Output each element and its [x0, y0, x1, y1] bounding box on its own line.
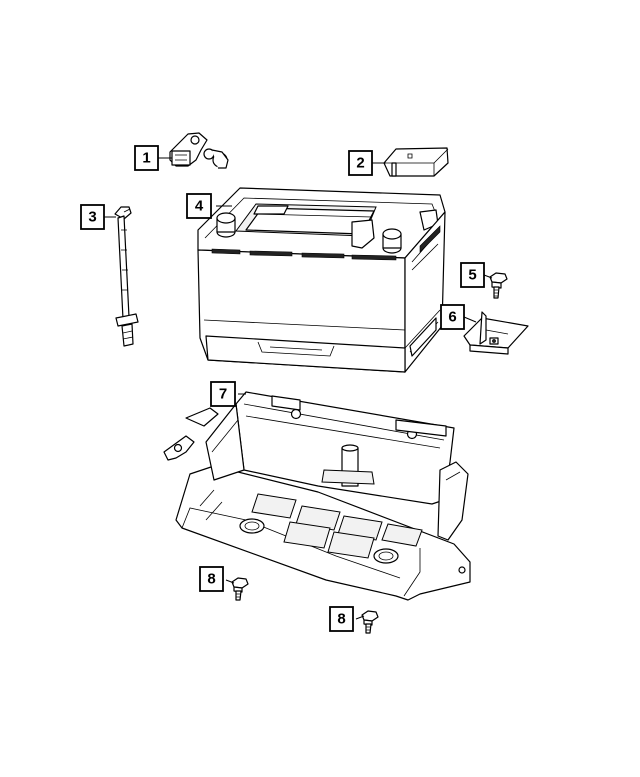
- callout-5-label: 5: [468, 267, 476, 284]
- callout-7: 7: [210, 381, 236, 407]
- battery-sensor-drawing: [169, 132, 229, 169]
- callout-6-label: 6: [448, 309, 456, 326]
- callout-5: 5: [460, 262, 485, 288]
- vent-strips: [211, 225, 441, 261]
- battery-clamp-drawing: [463, 311, 529, 355]
- callout-8a: 8: [199, 566, 224, 592]
- bolt-8b-drawing: [361, 610, 379, 634]
- battery-drawing: [197, 187, 446, 373]
- callout-3-label: 3: [88, 209, 96, 226]
- callout-8b-label: 8: [337, 611, 345, 628]
- bolt-5-drawing: [489, 272, 508, 299]
- battery-cover-drawing: [383, 147, 449, 177]
- callout-4-label: 4: [195, 198, 204, 215]
- hold-down-rod-drawing: [114, 206, 139, 347]
- callout-1-label: 1: [142, 150, 150, 167]
- battery-tray-drawing: [163, 391, 471, 601]
- callout-1: 1: [134, 145, 159, 171]
- callout-8a-label: 8: [207, 571, 215, 588]
- callout-4: 4: [186, 193, 212, 219]
- callout-7-label: 7: [219, 386, 227, 403]
- callout-2: 2: [348, 150, 373, 176]
- callout-3: 3: [80, 204, 105, 230]
- callout-6: 6: [440, 304, 465, 330]
- bolt-8a-drawing: [231, 577, 249, 601]
- callout-8b: 8: [329, 606, 354, 632]
- leader-lines: [104, 157, 493, 620]
- callout-2-label: 2: [356, 155, 364, 172]
